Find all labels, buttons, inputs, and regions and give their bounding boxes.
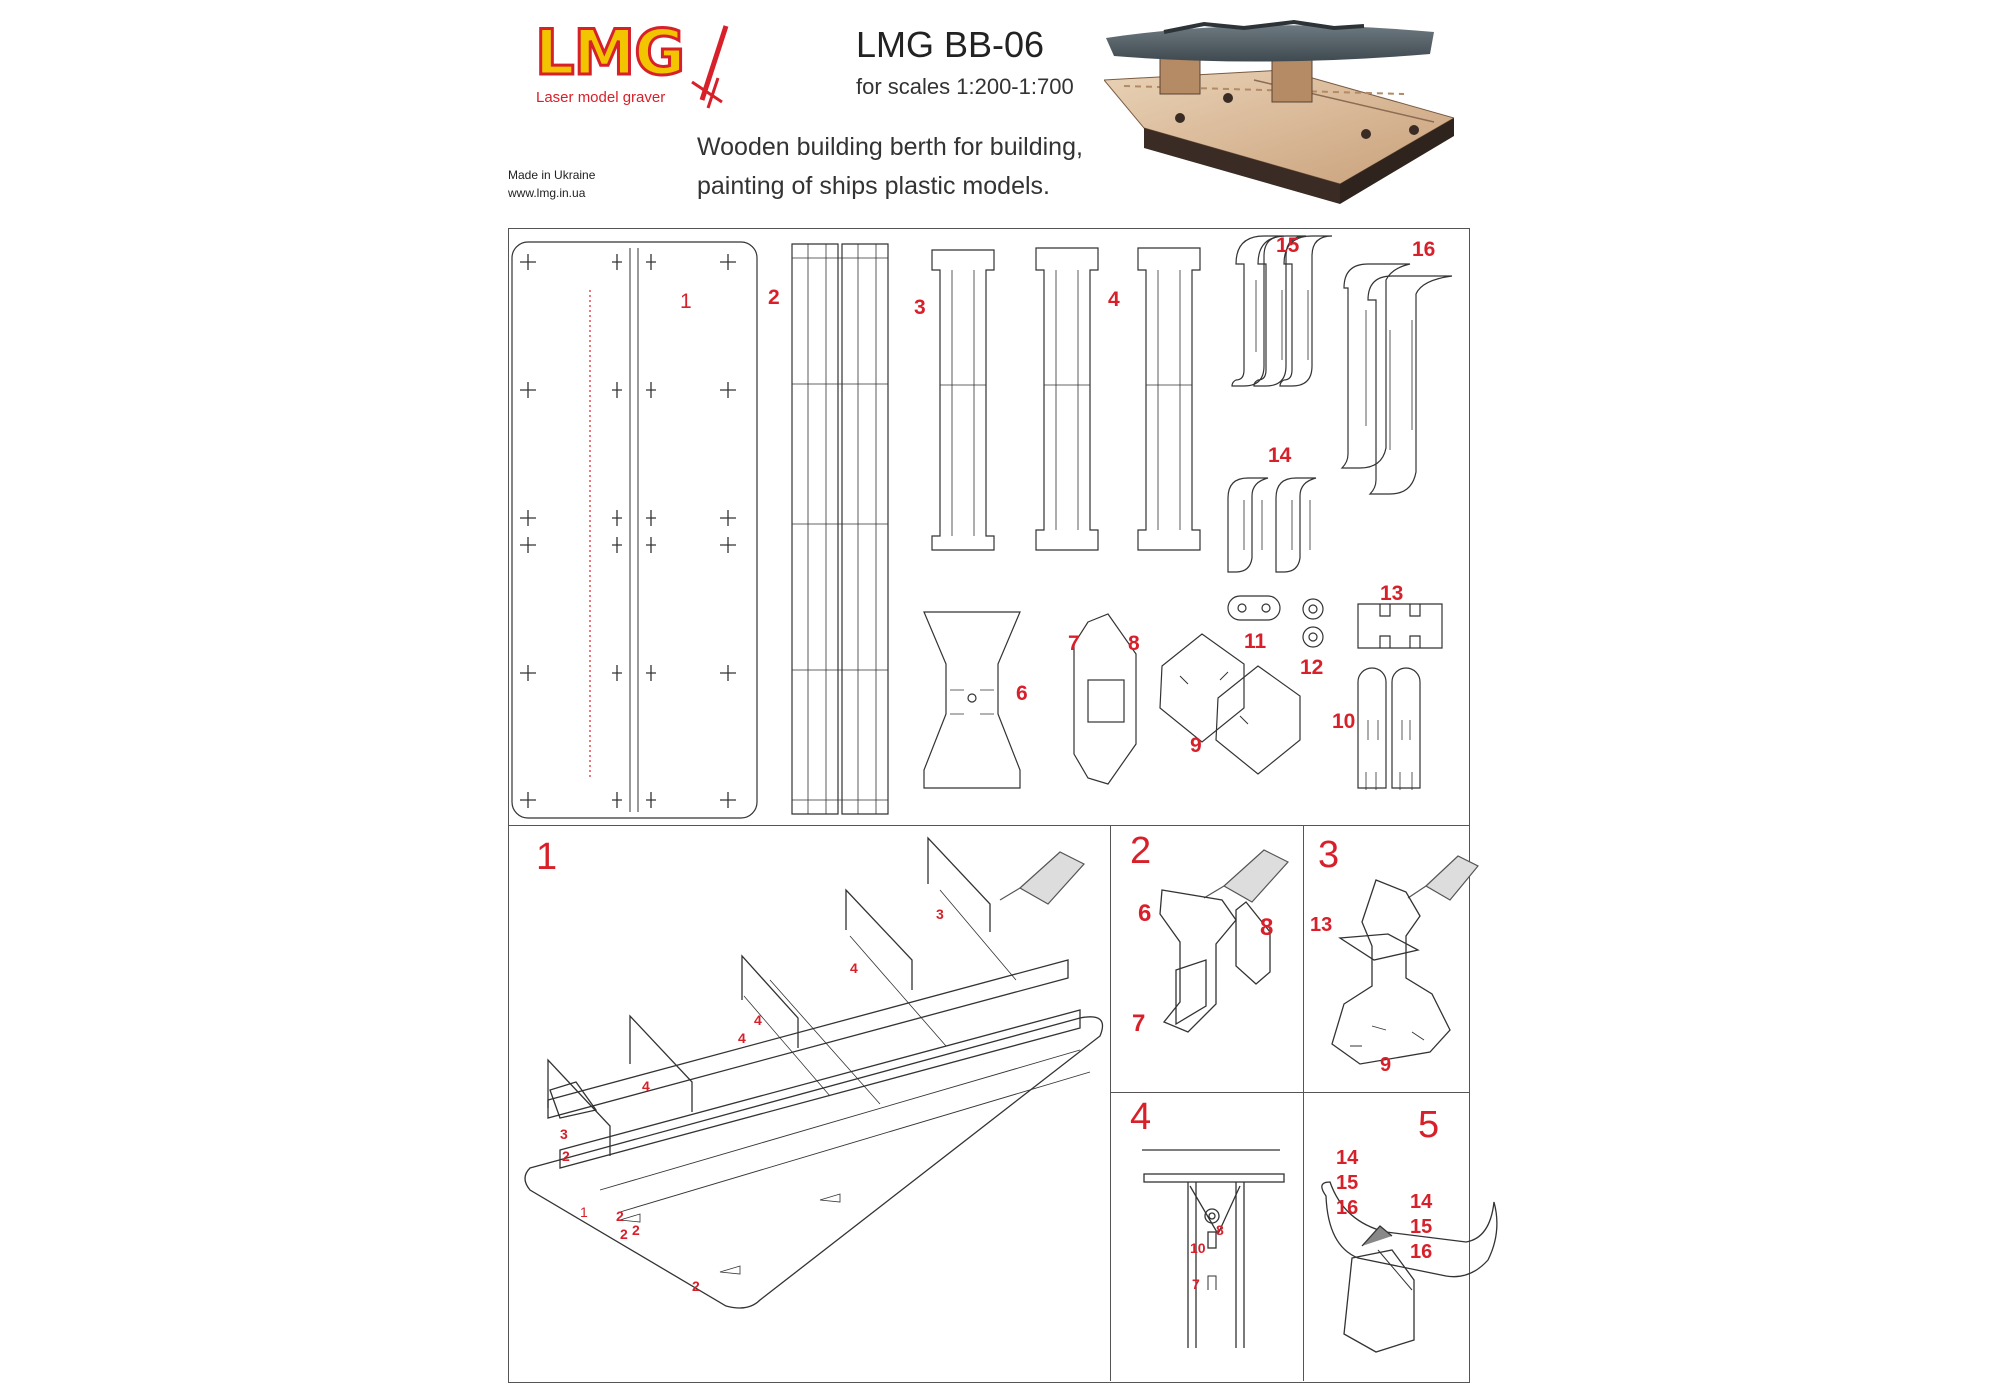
part-label-3: 3: [914, 296, 926, 319]
part-1-baseplate: [511, 241, 758, 819]
part-11: [1227, 595, 1281, 621]
step1-label: 2: [692, 1278, 700, 1294]
part-label-15: 15: [1276, 234, 1300, 257]
frame-divider: [1303, 825, 1304, 1381]
part-label-12: 12: [1300, 656, 1324, 679]
step1-label: 3: [936, 906, 944, 922]
step1-label: 3: [560, 1126, 568, 1142]
step5-label: 16: [1410, 1241, 1433, 1263]
glue-tube-icon: [999, 849, 1479, 905]
step-2-assembly: [1159, 889, 1271, 1033]
product-photo: [1104, 19, 1454, 204]
part-label-16: 16: [1412, 238, 1436, 261]
step2-label: 7: [1132, 1010, 1146, 1037]
logo-text: LMG: [533, 16, 686, 89]
part-12: [1302, 598, 1324, 620]
part-14-hooks: [1227, 477, 1317, 573]
part-label-13: 13: [1380, 582, 1404, 605]
part-label-11: 11: [1244, 630, 1267, 653]
part-label-1: 1: [680, 290, 692, 313]
step-number-2: 2: [1130, 830, 1152, 872]
step-1-assembly: [524, 836, 1104, 1309]
step1-label: 2: [620, 1226, 628, 1242]
step5-label: 15: [1336, 1172, 1359, 1194]
step1-label: 4: [642, 1078, 650, 1094]
part-label-8: 8: [1128, 632, 1140, 655]
description-line-1: Wooden building berth for building,: [697, 133, 1083, 161]
maker-info: Made in Ukraine www.lmg.in.ua: [508, 166, 595, 202]
made-in: Made in Ukraine: [508, 168, 596, 182]
step5-label: 15: [1410, 1216, 1433, 1238]
frame-divider: [1110, 1092, 1470, 1093]
step5-labels-left: 14 15 16: [1336, 1146, 1358, 1221]
part-label-14: 14: [1268, 444, 1292, 467]
step3-label: 9: [1380, 1054, 1392, 1076]
logo-graver-icon: [691, 25, 729, 109]
step5-labels-right: 14 15 16: [1410, 1190, 1432, 1265]
step4-label: 8: [1216, 1222, 1224, 1238]
step5-label: 14: [1410, 1191, 1433, 1213]
scales-text: for scales 1:200-1:700: [856, 74, 1074, 99]
step1-label: 4: [754, 1012, 762, 1028]
part-label-7: 7: [1068, 632, 1080, 655]
website-link[interactable]: www.lmg.in.ua: [508, 186, 586, 200]
step2-label: 6: [1138, 900, 1152, 927]
step5-label: 16: [1336, 1197, 1359, 1219]
cross-slots: [520, 254, 736, 808]
page-title: LMG BB-06: [856, 24, 1045, 65]
step-number-3: 3: [1318, 834, 1340, 876]
step-5-assembly: [1321, 1181, 1498, 1353]
part-label-6: 6: [1016, 682, 1028, 705]
part-10: [1357, 667, 1421, 789]
part-label-9: 9: [1190, 734, 1202, 757]
step-number-5: 5: [1418, 1104, 1440, 1146]
description-line-2: painting of ships plastic models.: [697, 172, 1050, 200]
step1-label: 2: [616, 1208, 624, 1224]
step4-label: 7: [1192, 1276, 1200, 1292]
logo-subtitle: Laser model graver: [536, 89, 666, 106]
part-15-16-hooks: [1231, 235, 1453, 495]
step-number-1: 1: [536, 836, 558, 878]
step-4-assembly: [1142, 1149, 1285, 1348]
part-3-4-crossbars: [931, 247, 1201, 551]
step-number-4: 4: [1130, 1096, 1152, 1138]
step1-label: 1: [580, 1204, 588, 1220]
part-9: [1159, 633, 1245, 743]
description: Wooden building berth for building, pain…: [697, 128, 1083, 206]
step-3-assembly: [1331, 879, 1451, 1065]
part-2-rails: [791, 243, 889, 815]
frame-divider: [508, 825, 1470, 826]
part-13: [1357, 603, 1443, 649]
step1-label: 4: [850, 960, 858, 976]
frame-divider: [1110, 825, 1111, 1381]
part-label-2: 2: [768, 286, 780, 309]
step4-label: 10: [1190, 1240, 1206, 1256]
part-7-8: [1073, 613, 1137, 785]
part-label-10: 10: [1332, 710, 1356, 733]
part-label-4: 4: [1108, 288, 1120, 311]
step3-label: 13: [1310, 914, 1333, 936]
step2-label: 8: [1260, 914, 1274, 941]
step1-label: 4: [738, 1030, 746, 1046]
step1-label: 2: [632, 1222, 640, 1238]
step1-label: 2: [562, 1148, 570, 1164]
part-6: [923, 611, 1021, 789]
step5-label: 14: [1336, 1147, 1359, 1169]
